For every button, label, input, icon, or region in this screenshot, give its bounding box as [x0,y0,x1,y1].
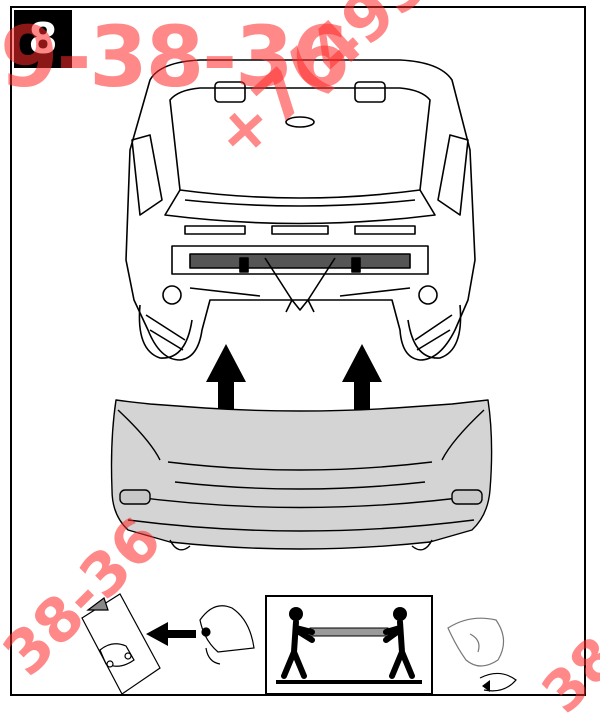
rear-bumper-icon [110,399,493,551]
car-rear-icon [125,59,476,361]
manual-booklet-icon [81,593,161,695]
left-arrow-icon [146,622,196,646]
cable-routing-icon [447,617,517,692]
two-person-lift-icon [265,595,433,695]
parking-sensor-icon [199,605,255,665]
illustration [81,59,517,695]
step-number-badge: 8 [14,10,72,68]
